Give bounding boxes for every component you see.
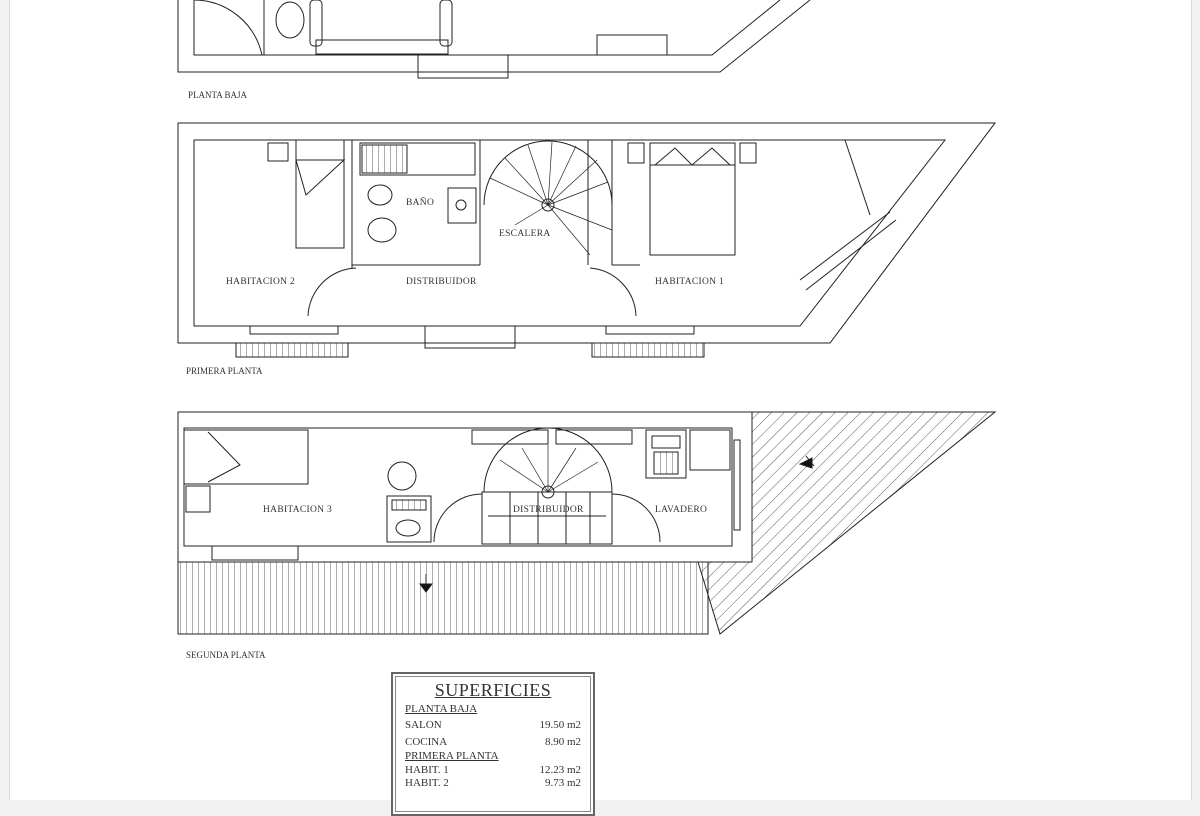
- room-label-habitacion-2: HABITACION 2: [226, 277, 295, 287]
- room-name: SALON: [405, 719, 442, 731]
- first-floor-plan: [177, 122, 996, 358]
- table-row: SALON 19.50 m2: [405, 719, 581, 731]
- second-floor-plan: [177, 411, 997, 635]
- ground-floor-title: PLANTA BAJA: [188, 90, 248, 100]
- room-label-habitacion-3: HABITACION 3: [263, 505, 332, 515]
- table-row: HABIT. 2 9.73 m2: [405, 777, 581, 789]
- table-row: COCINA 8.90 m2: [405, 736, 581, 748]
- room-label-escalera: ESCALERA: [499, 229, 551, 239]
- section-title: PRIMERA PLANTA: [405, 750, 499, 762]
- areas-table-title: SUPERFICIES: [434, 680, 552, 700]
- room-area: 8.90 m2: [544, 736, 581, 748]
- room-area: 9.73 m2: [544, 777, 581, 789]
- room-label-distribuidor: DISTRIBUIDOR: [406, 277, 477, 287]
- second-floor-title: SEGUNDA PLANTA: [186, 650, 266, 660]
- room-name: COCINA: [405, 736, 448, 748]
- table-row: HABIT. 1 12.23 m2: [405, 764, 581, 776]
- drawing-page: [9, 0, 1192, 800]
- room-label-habitacion-1: HABITACION 1: [655, 277, 724, 287]
- room-label-lavadero: LAVADERO: [655, 505, 707, 515]
- ground-floor-plan: [177, 0, 811, 79]
- room-label-distribuidor-2: DISTRIBUIDOR: [513, 505, 584, 515]
- areas-table: SUPERFICIES PLANTA BAJA SALON 19.50 m2 CO…: [391, 672, 595, 816]
- section-title: PLANTA BAJA: [405, 703, 478, 715]
- room-name: HABIT. 1: [405, 764, 449, 776]
- room-area: 12.23 m2: [539, 764, 581, 776]
- room-label-bano: BAÑO: [406, 196, 434, 208]
- room-area: 19.50 m2: [539, 719, 581, 731]
- first-floor-title: PRIMERA PLANTA: [186, 366, 263, 376]
- room-name: HABIT. 2: [405, 777, 449, 789]
